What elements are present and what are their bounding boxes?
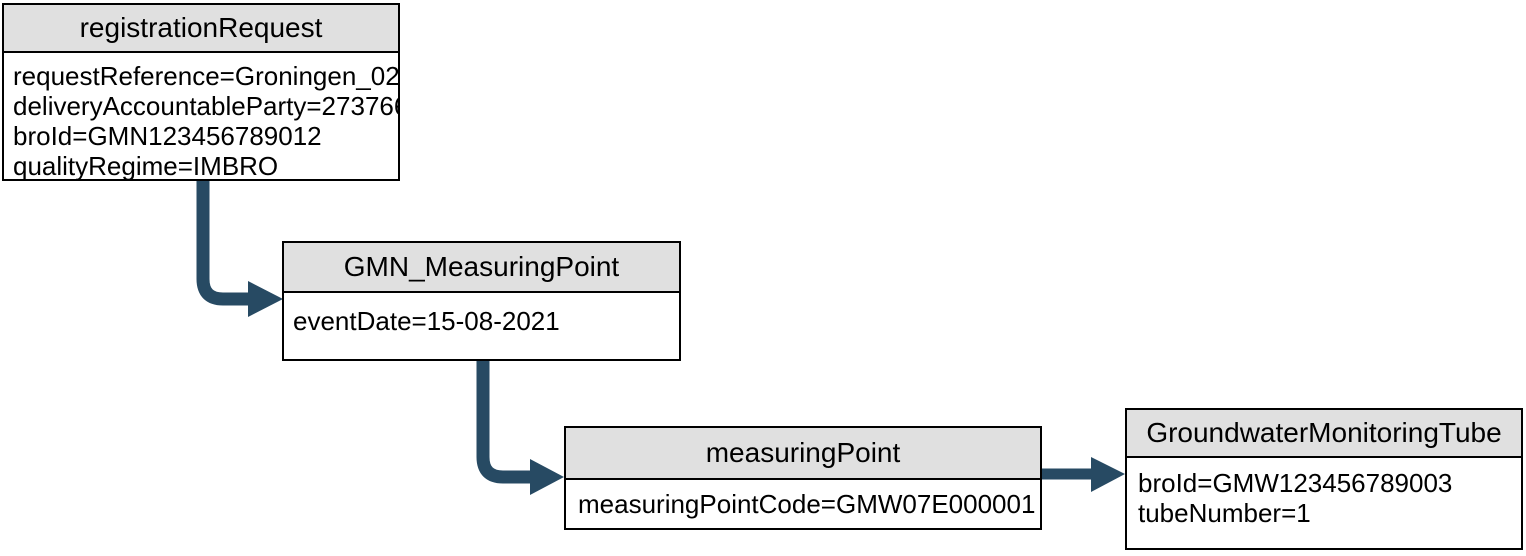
node-measuring-point-attributes: measuringPointCode=GMW07E000001	[566, 480, 1040, 519]
elbow-connector-arrow-2-icon	[476, 361, 564, 495]
node-registration-request-title-bar: registrationRequest	[4, 5, 398, 53]
node-measuring-point: measuringPoint measuringPointCode=GMW07E…	[564, 426, 1042, 530]
node-title: registrationRequest	[79, 12, 323, 43]
node-gmn-measuring-point-title-bar: GMN_MeasuringPoint	[284, 243, 679, 293]
node-title: GMN_MeasuringPoint	[343, 251, 620, 282]
node-registration-request: registrationRequest requestReference=Gro…	[2, 3, 400, 181]
attribute-line: eventDate=15-08-2021	[293, 306, 560, 336]
node-title: measuringPoint	[705, 437, 901, 468]
node-gmn-measuring-point: GMN_MeasuringPoint eventDate=15-08-2021	[282, 241, 681, 361]
node-title: GroundwaterMonitoringTube	[1146, 417, 1502, 448]
elbow-connector-arrow-1-icon	[196, 181, 283, 317]
attribute-line: measuringPointCode=GMW07E000001	[578, 489, 1036, 519]
node-measuring-point-title-bar: measuringPoint	[566, 428, 1040, 480]
node-registration-request-attributes: requestReference=Groningen_02 deliveryAc…	[4, 53, 398, 181]
node-groundwater-monitoring-tube-attributes: broId=GMW123456789003 tubeNumber=1	[1127, 458, 1521, 528]
attribute-line: deliveryAccountableParty=27376655	[13, 91, 398, 121]
node-groundwater-monitoring-tube-title-bar: GroundwaterMonitoringTube	[1127, 410, 1521, 458]
node-groundwater-monitoring-tube: GroundwaterMonitoringTube broId=GMW12345…	[1125, 408, 1523, 550]
attribute-line: requestReference=Groningen_02	[13, 61, 398, 91]
attribute-line: broId=GMW123456789003	[1138, 468, 1453, 498]
attribute-line: broId=GMN123456789012	[13, 121, 322, 151]
straight-connector-arrow-3-icon	[1042, 457, 1125, 492]
attribute-line: tubeNumber=1	[1138, 498, 1311, 528]
attribute-line: qualityRegime=IMBRO	[13, 151, 279, 181]
node-gmn-measuring-point-attributes: eventDate=15-08-2021	[284, 293, 679, 336]
